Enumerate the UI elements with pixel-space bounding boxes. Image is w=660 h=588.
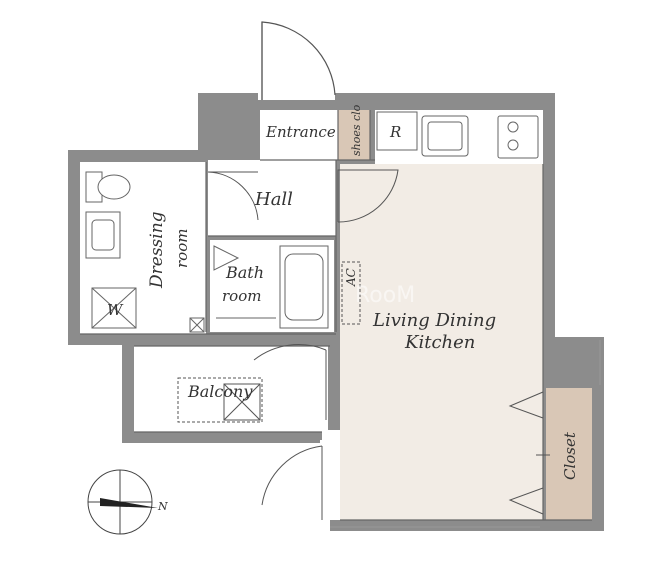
entrance-door [261, 21, 336, 100]
label-washer: W [107, 301, 124, 319]
compass-north-label: N [157, 500, 168, 513]
dressing-door [207, 171, 259, 221]
room-ldk [340, 164, 543, 520]
label-entrance: Entrance [265, 123, 336, 141]
bathtub-icon [213, 245, 329, 329]
room-ldk-entry [322, 430, 340, 520]
balcony-door [253, 344, 327, 420]
label-bath-1: Bath [225, 263, 264, 282]
room-entrance [260, 110, 338, 160]
washbasin-icon [85, 211, 121, 259]
ldk-lower-door [261, 445, 323, 520]
sink-icon [421, 115, 469, 157]
partitions [80, 110, 592, 521]
room-balcony [134, 346, 328, 432]
room-closet [546, 388, 592, 520]
vent-icon [189, 317, 205, 333]
label-ac: AC [344, 268, 358, 287]
windows [330, 340, 601, 528]
label-ldk-1: Living Dining [372, 310, 496, 331]
label-hall: Hall [254, 189, 293, 210]
label-refrigerator: R [389, 123, 401, 141]
refrigerator-icon [376, 111, 418, 151]
label-closet: Closet [561, 431, 579, 480]
label-ldk-2: Kitchen [404, 332, 475, 353]
room-hall [208, 160, 336, 236]
stove-icon [497, 115, 539, 159]
compass-icon: N [87, 469, 168, 535]
label-balcony: Balcony [187, 382, 253, 401]
label-bath-2: room [222, 287, 261, 305]
label-dressing-2: room [173, 229, 191, 268]
closet-doors [508, 391, 550, 515]
ldk-door [337, 169, 399, 223]
label-shoes-closet: shoes clo [350, 104, 363, 156]
toilet-icon [85, 171, 131, 203]
watermark: RooM [355, 283, 415, 308]
label-dressing-1: Dressing [147, 211, 167, 289]
room-shoes-closet [338, 110, 370, 160]
washer-icon [91, 287, 137, 329]
balcony-hatch [177, 377, 263, 423]
